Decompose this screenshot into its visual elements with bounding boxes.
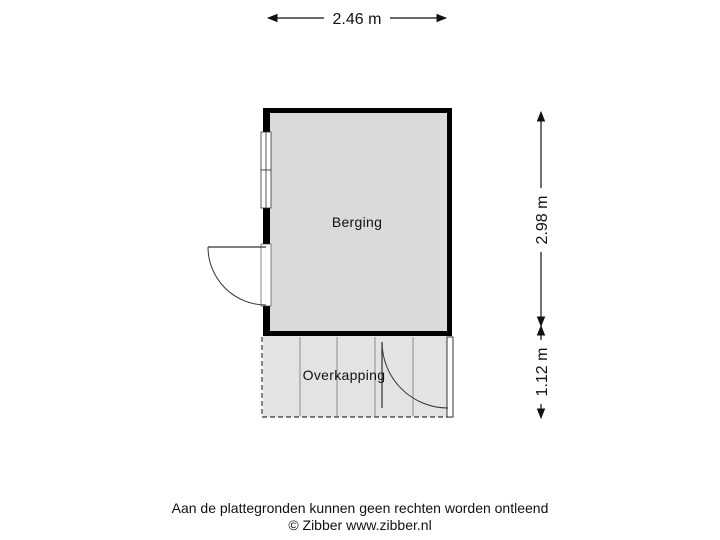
- storage-height-dimension: 2.98 m: [534, 110, 551, 328]
- footer-copyright: © Zibber www.zibber.nl: [288, 517, 432, 533]
- width-dimension: 2.46 m: [266, 11, 448, 28]
- canopy-height-dimension: 1.12 m: [534, 324, 551, 420]
- storage-door: [207, 246, 267, 306]
- width-dimension-label: 2.46 m: [333, 11, 382, 28]
- storage-room-label: Berging: [332, 214, 382, 230]
- canopy-height-label: 1.12 m: [534, 348, 551, 397]
- canopy-area: [261, 336, 454, 418]
- footer-disclaimer: Aan de plattegronden kunnen geen rechten…: [171, 500, 549, 516]
- storage-height-label: 2.98 m: [534, 196, 551, 245]
- storage-room: [260, 108, 452, 336]
- canopy-room-label: Overkapping: [303, 367, 386, 383]
- canopy-door: [381, 341, 449, 409]
